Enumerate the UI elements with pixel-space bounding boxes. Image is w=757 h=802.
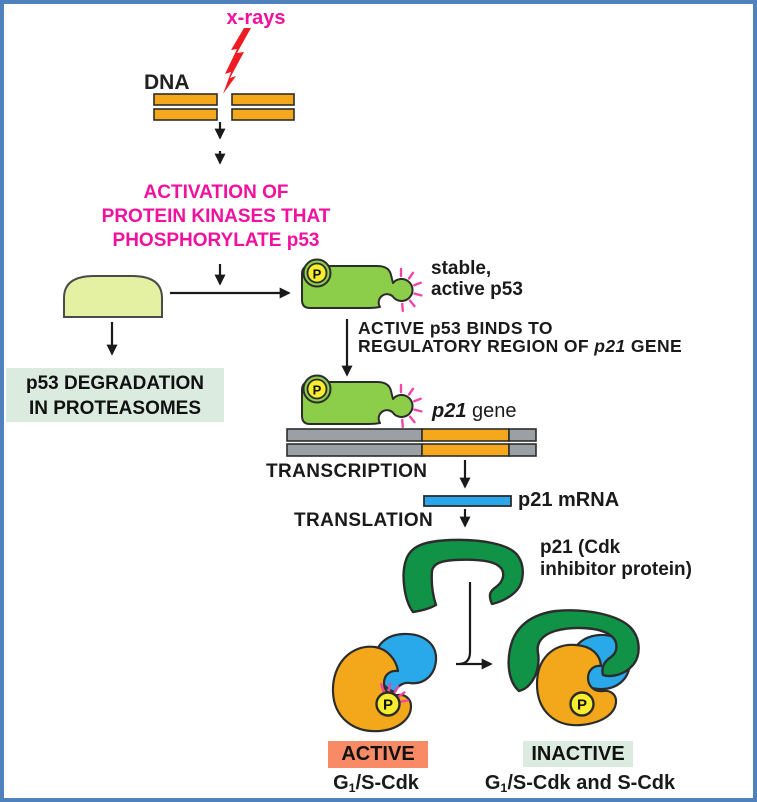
- binds-line2: REGULATORY REGION OF p21 GENE: [358, 336, 683, 356]
- p21-gene-italic: p21: [432, 400, 467, 422]
- inactive-complex-label: G1/S-Cdk and S-Cdk: [484, 772, 676, 796]
- activity-rays-icon: [380, 682, 409, 703]
- p21-gene-label: p21 gene: [432, 400, 517, 422]
- p21-mrna-bar: [423, 495, 512, 507]
- phosphate-icon: [569, 691, 595, 717]
- phosphate-label: P: [577, 697, 587, 714]
- cdk-shape: [535, 643, 618, 727]
- transcription-label: TRANSCRIPTION: [266, 461, 428, 482]
- pathway-drawing: P P: [63, 28, 640, 733]
- activation-line2: PROTEIN KINASES THAT: [101, 206, 331, 227]
- p21-wrap-shape: [507, 609, 640, 693]
- translation-label: TRANSLATION: [294, 510, 434, 531]
- phosphate-label: P: [313, 267, 322, 282]
- activation-line3: PHOSPHORYLATE p53: [112, 230, 320, 251]
- p21-protein-line1: p21 (Cdk: [540, 537, 621, 558]
- binds-gene-italic: p21: [594, 336, 626, 356]
- stable-active-p53-label: stable, active p53: [431, 258, 523, 300]
- stable-line1: stable,: [431, 258, 492, 279]
- binds-line1: ACTIVE p53 BINDS TO: [358, 318, 553, 338]
- activation-caption: ACTIVATION OF PROTEIN KINASES THAT PHOSP…: [66, 181, 366, 253]
- phosphate-label: P: [383, 697, 393, 714]
- stable-line2: active p53: [431, 279, 523, 300]
- p21-protein-shape: [402, 538, 524, 614]
- subscript-1: 1: [500, 781, 508, 796]
- p21-gene-dna: [286, 428, 537, 457]
- active-p53-shape: P: [301, 258, 423, 313]
- inactive-cdk-complex: P: [507, 609, 640, 727]
- dna-label: DNA: [144, 71, 190, 94]
- p53-bound-to-gene-shape: P: [301, 374, 423, 429]
- degradation-caption: p53 DEGRADATION IN PROTEASOMES: [6, 368, 224, 422]
- phosphate-icon: [306, 262, 328, 284]
- inactive-p53-shape: [63, 275, 163, 318]
- activity-rays-icon: [399, 267, 423, 313]
- active-badge: ACTIVE: [328, 741, 428, 768]
- degradation-line1: p53 DEGRADATION: [25, 373, 205, 394]
- p21-protein-label: p21 (Cdk inhibitor protein): [540, 537, 692, 581]
- binds-caption: ACTIVE p53 BINDS TO REGULATORY REGION OF…: [358, 319, 682, 355]
- degradation-line2: IN PROTEASOMES: [28, 398, 202, 419]
- flow-arrows-top: [106, 264, 353, 377]
- active-complex-label: G1/S-Cdk: [333, 772, 419, 796]
- phosphate-label: P: [313, 383, 322, 398]
- xrays-label: x-rays: [226, 7, 286, 29]
- inactive-badge: INACTIVE: [523, 741, 633, 767]
- subscript-1: 1: [348, 781, 356, 796]
- phosphate-icon: [375, 691, 401, 717]
- xray-bolt-icon: [223, 28, 251, 94]
- activity-rays-icon: [399, 383, 423, 429]
- p21-protein-line2: inhibitor protein): [540, 559, 692, 580]
- p21-mrna-label: p21 mRNA: [518, 489, 620, 511]
- inhibition-arrow: [456, 582, 493, 670]
- damaged-dna: [153, 93, 295, 121]
- phosphate-icon: [306, 378, 328, 400]
- active-cdk-complex: P: [331, 632, 438, 733]
- activation-line1: ACTIVATION OF: [143, 182, 289, 203]
